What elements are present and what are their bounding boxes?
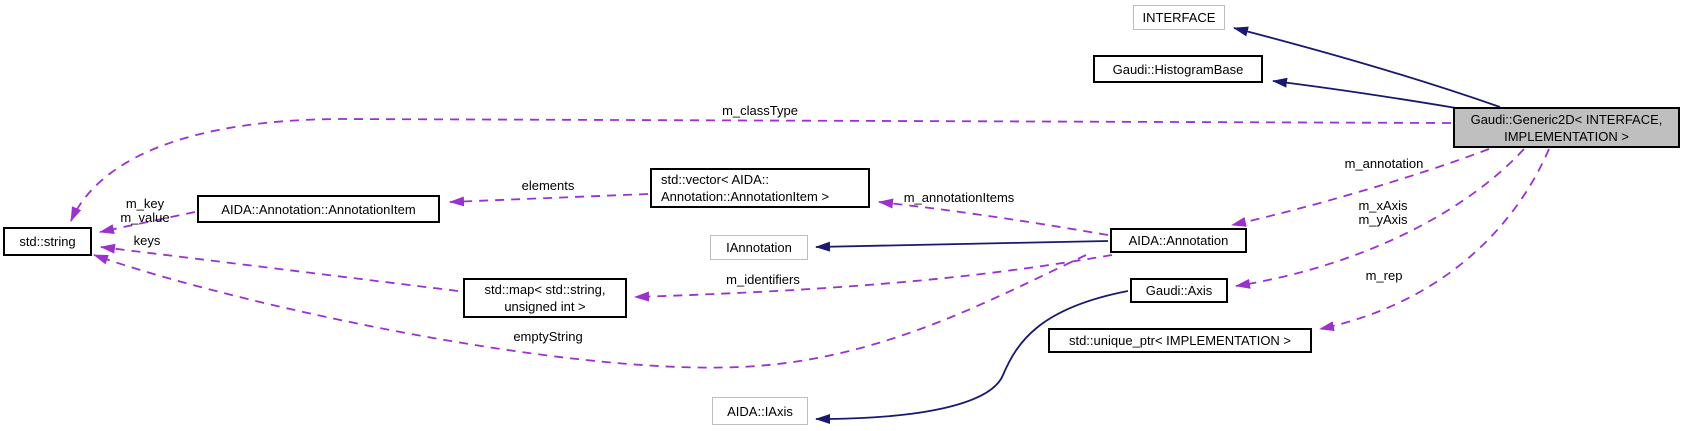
edge-usage-m-xaxis-yaxis — [1235, 148, 1525, 289]
node-aida-annotationitem[interactable]: AIDA::Annotation::AnnotationItem — [197, 195, 440, 223]
edge-usage-m-key-value — [99, 211, 196, 235]
edge-inherit-annotation-iannotation — [815, 240, 1109, 252]
node-std-vector[interactable]: std::vector< AIDA:: Annotation::Annotati… — [650, 168, 870, 208]
node-std-map-label-line1: std::map< std::string, — [484, 282, 606, 297]
node-aida-iaxis-label: AIDA::IAxis — [727, 403, 793, 419]
node-interface-label: INTERFACE — [1142, 10, 1216, 25]
node-aida-annotationitem-label: AIDA::Annotation::AnnotationItem — [221, 201, 416, 217]
edge-inherit-axis-iaxis — [815, 290, 1129, 424]
node-std-string[interactable]: std::string — [3, 227, 92, 256]
edge-usage-elements — [449, 193, 649, 207]
node-aida-annotation-label: AIDA::Annotation — [1128, 233, 1229, 248]
node-std-map-label-line2: unsigned int > — [504, 299, 586, 314]
node-std-unique-ptr-label: std::unique_ptr< IMPLEMENTATION > — [1068, 333, 1292, 348]
edge-inherit-generic2d-interface — [1233, 26, 1501, 108]
node-aida-iaxis[interactable]: AIDA::IAxis — [712, 397, 808, 425]
node-gaudi-generic2d-label-line1: Gaudi::Generic2D< INTERFACE, — [1470, 111, 1663, 127]
node-gaudi-generic2d-label-line2: IMPLEMENTATION > — [1504, 128, 1629, 144]
node-iannotation[interactable]: IAnnotation — [710, 235, 808, 260]
edge-usage-m-identifiers — [634, 254, 1113, 302]
node-std-vector-label-line2: Annotation::AnnotationItem > — [661, 189, 830, 204]
edge-usage-m-rep — [1319, 148, 1550, 331]
node-gaudi-histogrambase-label: Gaudi::HistogramBase — [1112, 61, 1244, 77]
node-gaudi-axis[interactable]: Gaudi::Axis — [1130, 278, 1228, 303]
node-std-vector-label-line1: std::vector< AIDA:: — [661, 172, 770, 187]
edge-usage-m-annotation — [1231, 148, 1490, 227]
edge-inherit-generic2d-histogrambase — [1272, 77, 1457, 109]
node-std-unique-ptr[interactable]: std::unique_ptr< IMPLEMENTATION > — [1048, 328, 1312, 353]
edge-usage-emptystring — [93, 254, 1087, 369]
edge-usage-m-classtype — [70, 118, 1452, 222]
node-std-map[interactable]: std::map< std::string, unsigned int > — [463, 278, 627, 318]
node-gaudi-axis-label: Gaudi::Axis — [1145, 283, 1213, 298]
node-gaudi-histogrambase[interactable]: Gaudi::HistogramBase — [1093, 55, 1263, 83]
node-aida-annotation[interactable]: AIDA::Annotation — [1110, 228, 1247, 253]
node-std-string-label: std::string — [19, 234, 76, 249]
node-gaudi-generic2d[interactable]: Gaudi::Generic2D< INTERFACE, IMPLEMENTAT… — [1453, 107, 1680, 148]
node-interface[interactable]: INTERFACE — [1133, 5, 1225, 30]
edge-usage-keys — [100, 243, 459, 292]
edge-usage-m-annotationitems — [878, 198, 1109, 236]
node-iannotation-label: IAnnotation — [726, 240, 792, 255]
